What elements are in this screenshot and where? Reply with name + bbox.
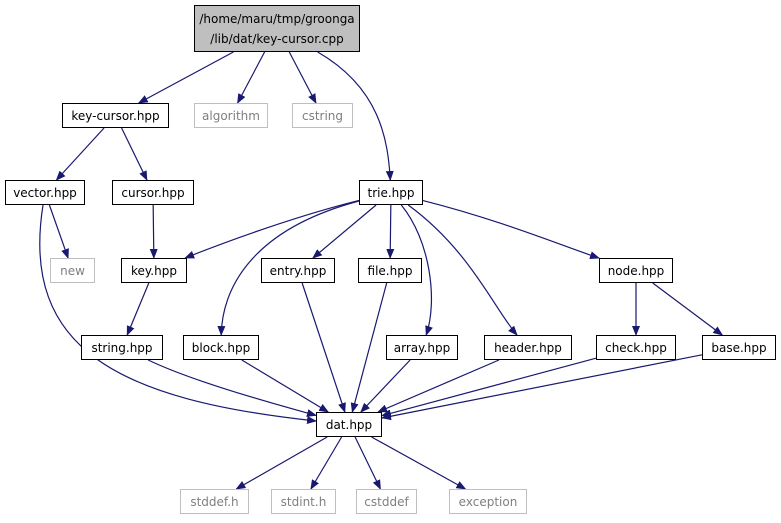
node-block-hpp[interactable]: block.hpp [183, 335, 259, 360]
node-base-hpp[interactable]: base.hpp [702, 335, 776, 360]
edge-vector-hpp-to-dat-hpp [39, 204, 317, 424]
node-label: check.hpp [605, 340, 667, 355]
node-label: block.hpp [191, 340, 251, 355]
node-label: algorithm [202, 108, 260, 123]
node-cstring: cstring [292, 103, 353, 128]
node-array-hpp[interactable]: array.hpp [386, 335, 458, 360]
node-entry-hpp[interactable]: entry.hpp [261, 258, 335, 283]
node-root[interactable]: /home/maru/tmp/groonga/lib/dat/key-curso… [194, 5, 360, 52]
node-cstddef: cstddef [356, 489, 417, 514]
node-label: array.hpp [393, 340, 451, 355]
node-label: entry.hpp [269, 263, 327, 278]
node-label: cstddef [364, 494, 409, 509]
node-label: header.hpp [494, 340, 562, 355]
edge-entry-hpp-to-dat-hpp [301, 282, 346, 413]
edge-trie-hpp-to-entry-hpp [312, 204, 377, 259]
edge-trie-hpp-to-array-hpp [400, 204, 433, 336]
edge-string-hpp-to-dat-hpp [147, 359, 317, 417]
edge-array-hpp-to-dat-hpp [360, 359, 411, 413]
edge-dat-hpp-to-exception [371, 436, 467, 490]
node-label: string.hpp [91, 340, 153, 355]
edge-node-hpp-to-base-hpp [652, 282, 724, 336]
node-cursor-hpp[interactable]: cursor.hpp [112, 180, 194, 205]
edge-key-hpp-to-string-hpp [126, 282, 150, 336]
edge-trie-hpp-to-block-hpp [217, 200, 360, 336]
node-header-hpp[interactable]: header.hpp [484, 335, 572, 360]
node-label: stddef.h [190, 494, 239, 509]
node-key-cursor-hpp[interactable]: key-cursor.hpp [62, 103, 169, 128]
edge-vector-hpp-to-new [48, 204, 69, 259]
edge-root-to-cstring [288, 51, 317, 104]
edge-file-hpp-to-dat-hpp [350, 282, 388, 413]
edge-trie-hpp-to-node-hpp [422, 199, 600, 260]
node-label: /lib/dat/key-cursor.cpp [210, 31, 344, 46]
node-label: exception [458, 494, 518, 509]
edge-trie-hpp-to-key-hpp [184, 199, 360, 259]
edge-trie-hpp-to-header-hpp [407, 204, 518, 336]
node-key-hpp[interactable]: key.hpp [121, 258, 187, 283]
edge-block-hpp-to-dat-hpp [241, 359, 330, 413]
node-algorithm: algorithm [194, 103, 268, 128]
node-file-hpp[interactable]: file.hpp [358, 258, 422, 283]
node-label: cstring [301, 108, 344, 123]
node-trie-hpp[interactable]: trie.hpp [359, 180, 423, 205]
edge-dat-hpp-to-cstddef [354, 436, 381, 490]
edge-base-hpp-to-dat-hpp [381, 354, 703, 421]
node-new: new [50, 258, 95, 283]
node-label: stdint.h [280, 494, 327, 509]
node-label: base.hpp [711, 340, 767, 355]
node-stddef-h: stddef.h [180, 489, 249, 514]
node-label: new [60, 263, 85, 278]
node-label: node.hpp [607, 263, 665, 278]
edge-trie-hpp-to-file-hpp [386, 204, 395, 259]
node-label: /home/maru/tmp/groonga [199, 11, 355, 26]
node-node-hpp[interactable]: node.hpp [599, 258, 673, 283]
edge-dat-hpp-to-stdint-h [310, 436, 343, 490]
edge-root-to-key-cursor-hpp [137, 51, 234, 104]
node-string-hpp[interactable]: string.hpp [81, 335, 163, 360]
node-vector-hpp[interactable]: vector.hpp [5, 180, 85, 205]
node-label: key.hpp [131, 263, 177, 278]
node-label: key-cursor.hpp [71, 108, 160, 123]
node-label: file.hpp [367, 263, 413, 278]
node-exception: exception [449, 489, 527, 514]
node-label: vector.hpp [13, 185, 77, 200]
node-check-hpp[interactable]: check.hpp [596, 335, 676, 360]
node-label: trie.hpp [367, 185, 415, 200]
edge-check-hpp-to-dat-hpp [381, 357, 597, 418]
edge-dat-hpp-to-stddef-h [235, 436, 328, 490]
edge-header-hpp-to-dat-hpp [377, 359, 500, 413]
node-label: cursor.hpp [121, 185, 185, 200]
edge-cursor-hpp-to-key-hpp [149, 204, 158, 259]
node-label: dat.hpp [325, 417, 373, 432]
node-stdint-h: stdint.h [271, 489, 336, 514]
edge-root-to-algorithm [237, 51, 266, 104]
edge-root-to-trie-hpp [317, 51, 394, 181]
node-dat-hpp[interactable]: dat.hpp [316, 412, 382, 437]
edge-key-cursor-hpp-to-vector-hpp [55, 127, 105, 181]
edge-key-cursor-hpp-to-cursor-hpp [121, 127, 148, 181]
